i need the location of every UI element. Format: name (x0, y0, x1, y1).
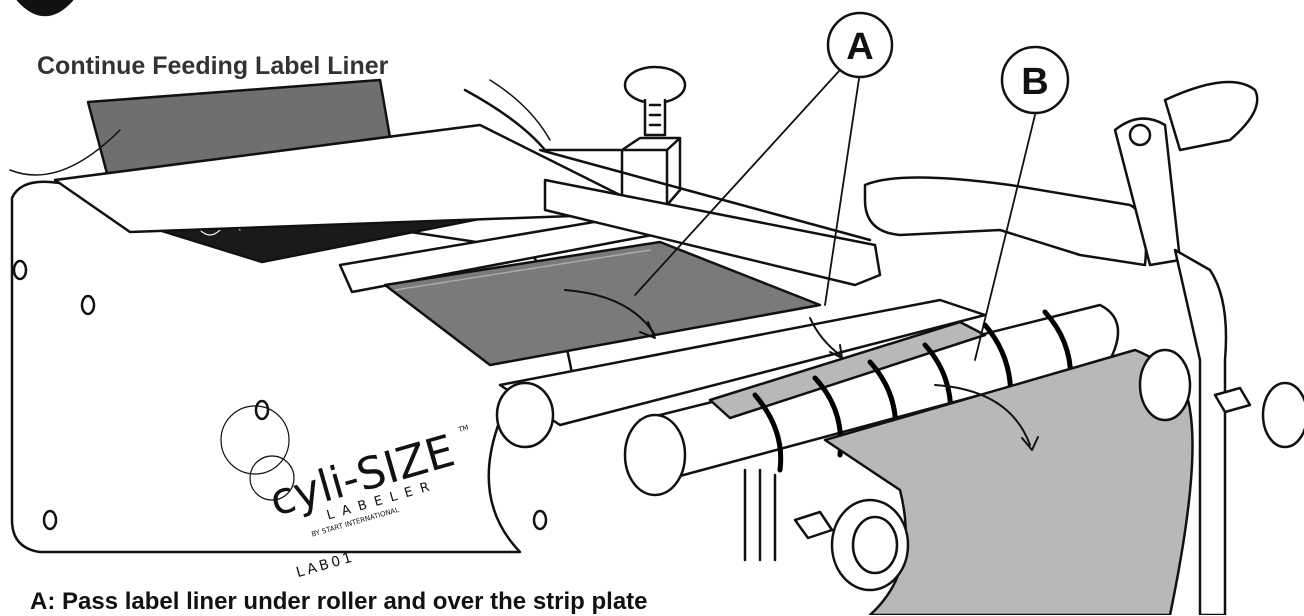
right-frame (1173, 248, 1228, 615)
liner-sheet (708, 320, 987, 420)
crank-arm (1113, 117, 1182, 267)
callout-a-circle (826, 11, 894, 79)
step-badge (16, 0, 74, 17)
pressure-block (863, 176, 1148, 267)
top-knob (623, 65, 687, 105)
leader-b (974, 114, 1036, 361)
leader-a2 (824, 71, 861, 306)
strip-plate (383, 240, 822, 367)
flow-arrows (564, 289, 1039, 451)
leader-a1 (634, 69, 841, 296)
model-number: LAB01 (294, 549, 356, 581)
housing-screws (12, 259, 548, 531)
crank-handle (1163, 80, 1259, 152)
callout-a-label: A (846, 26, 873, 68)
left-roller-end (495, 381, 555, 449)
logo-ring-large (220, 405, 290, 475)
logo-ring-small (249, 455, 295, 501)
step-title: Continue Feeding Label Liner (37, 52, 389, 80)
instruction-a: A: Pass label liner under roller and ove… (30, 588, 648, 615)
callout-b-label: B (1021, 61, 1048, 103)
front-rail (543, 178, 882, 287)
right-knob (1261, 381, 1304, 449)
callout-b-circle (1000, 45, 1070, 115)
brand-trademark: TM (456, 424, 469, 435)
